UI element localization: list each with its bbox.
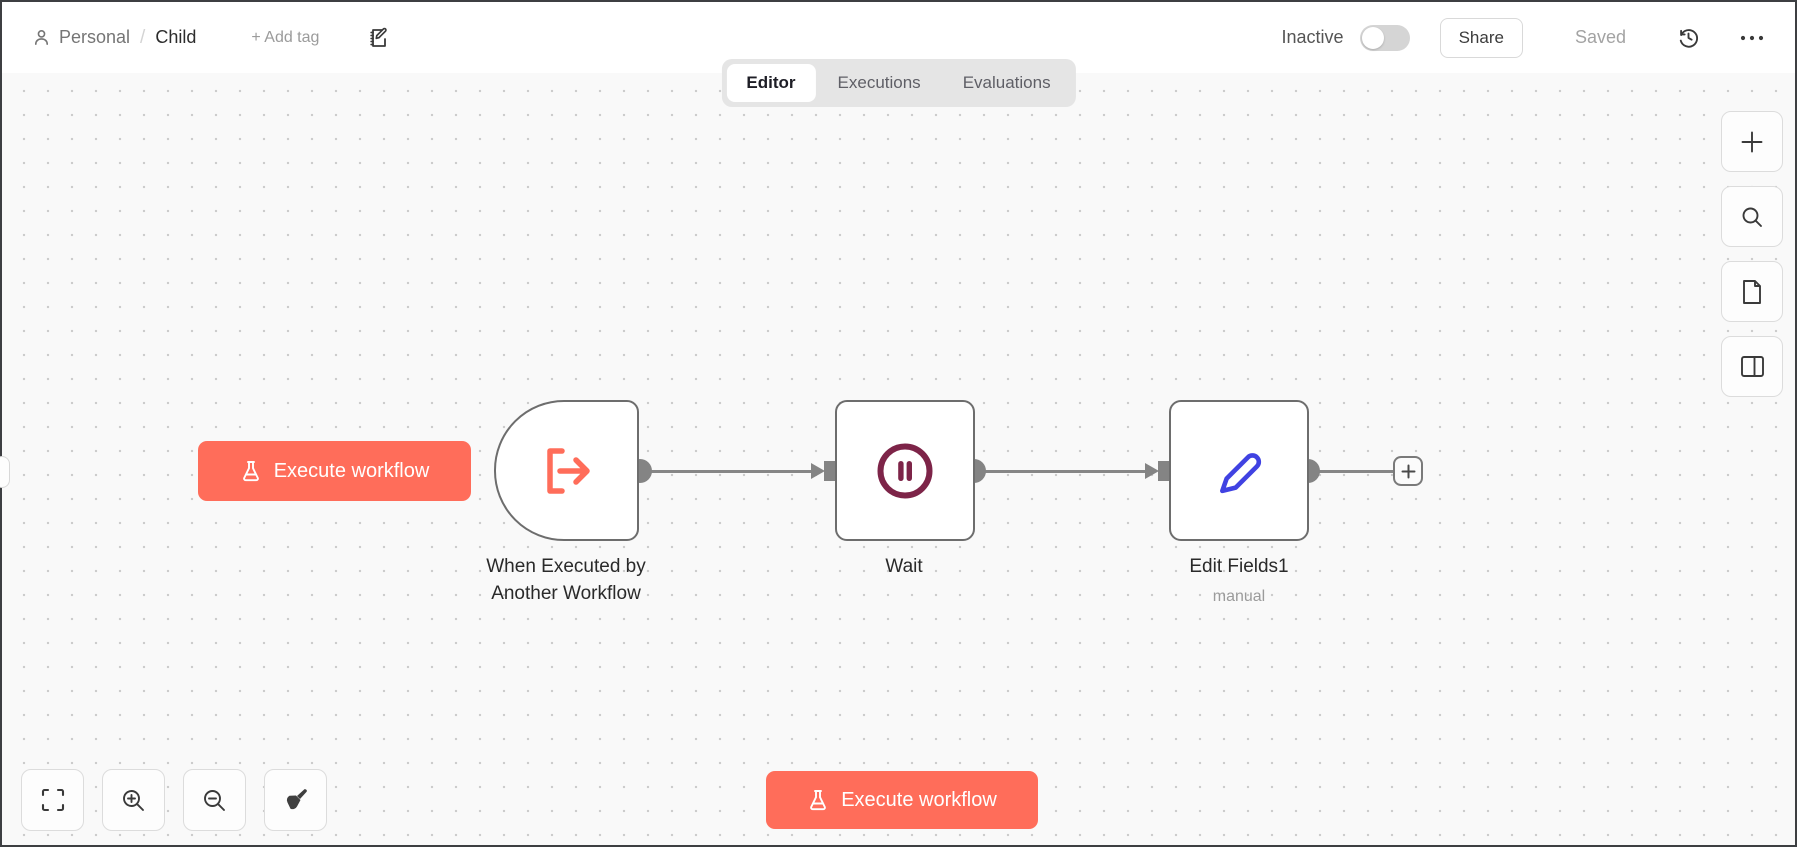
zoom-to-fit-button[interactable]: [21, 769, 84, 831]
activation-toggle[interactable]: [1359, 24, 1410, 51]
node-execute-workflow-trigger[interactable]: [494, 400, 639, 541]
tab-editor[interactable]: Editor: [726, 64, 816, 102]
toggle-panel-button[interactable]: [1721, 336, 1783, 397]
node-wait[interactable]: [835, 400, 975, 541]
view-tabs: Editor Executions Evaluations: [721, 59, 1076, 107]
notebook-pen-icon[interactable]: [367, 26, 391, 50]
toggle-knob: [1361, 26, 1384, 49]
node-label-edit-fields: Edit Fields1 manual: [1139, 553, 1339, 610]
flask-icon: [240, 459, 262, 483]
workflow-canvas[interactable]: Execute workflow When Executed by Anothe…: [0, 73, 1795, 845]
breadcrumb-project[interactable]: Personal: [32, 27, 130, 48]
ellipsis-menu-icon[interactable]: [1739, 34, 1765, 42]
add-node-endpoint-button[interactable]: [1393, 456, 1423, 486]
add-node-button[interactable]: [1721, 111, 1783, 172]
node-subtitle: manual: [1212, 588, 1266, 605]
broom-icon: [283, 787, 309, 813]
execute-workflow-button[interactable]: Execute workflow: [198, 441, 471, 501]
tidy-up-button[interactable]: [264, 769, 327, 831]
share-button[interactable]: Share: [1439, 17, 1523, 58]
zoom-in-button[interactable]: [102, 769, 165, 831]
zoom-out-icon: [202, 788, 227, 813]
file-icon: [1740, 279, 1764, 305]
node-label-trigger: When Executed by Another Workflow: [486, 556, 646, 604]
canvas-zoom-toolbar: [21, 769, 327, 831]
execute-workflow-label: Execute workflow: [841, 788, 997, 811]
search-button[interactable]: [1721, 186, 1783, 247]
split-panel-icon: [1740, 355, 1765, 378]
input-port-set: [1144, 459, 1171, 483]
zoom-out-button[interactable]: [183, 769, 246, 831]
person-icon: [32, 28, 51, 47]
node-edit-fields[interactable]: [1169, 400, 1309, 541]
activation-status-label: Inactive: [1281, 27, 1344, 47]
zoom-in-icon: [121, 788, 146, 813]
canvas-side-toolbar: [1721, 111, 1783, 397]
connection-wait-to-set[interactable]: [977, 470, 1145, 473]
save-status-badge: Saved: [1574, 27, 1626, 47]
node-label-wait: Wait: [885, 556, 923, 577]
node-name: Edit Fields1: [1189, 556, 1289, 577]
arrow-exit-bracket-icon: [538, 445, 596, 497]
flask-icon: [807, 788, 829, 812]
tab-executions[interactable]: Executions: [818, 64, 941, 102]
add-tag-button[interactable]: + Add tag: [251, 28, 320, 46]
input-port-wait: [810, 459, 837, 483]
tab-evaluations[interactable]: Evaluations: [943, 64, 1071, 102]
connection-set-to-add[interactable]: [1310, 470, 1396, 473]
header-actions: Inactive Share Saved: [1281, 17, 1765, 58]
panel-collapse-handle[interactable]: [0, 456, 10, 488]
history-icon[interactable]: [1676, 25, 1701, 50]
execute-workflow-label: Execute workflow: [273, 459, 430, 482]
pause-circle-icon: [874, 440, 936, 502]
plus-icon: [1741, 131, 1763, 153]
breadcrumb-project-label: Personal: [59, 27, 131, 47]
execute-workflow-button-footer[interactable]: Execute workflow: [766, 771, 1038, 829]
breadcrumb: Personal / Child: [32, 27, 196, 49]
search-icon: [1740, 205, 1764, 229]
workflow-title[interactable]: Child: [155, 27, 197, 47]
breadcrumb-separator: /: [140, 26, 146, 48]
connection-trigger-to-wait[interactable]: [642, 470, 814, 473]
pen-icon: [1212, 444, 1266, 498]
sticky-note-button[interactable]: [1721, 261, 1783, 322]
zoom-to-fit-icon: [41, 788, 65, 812]
